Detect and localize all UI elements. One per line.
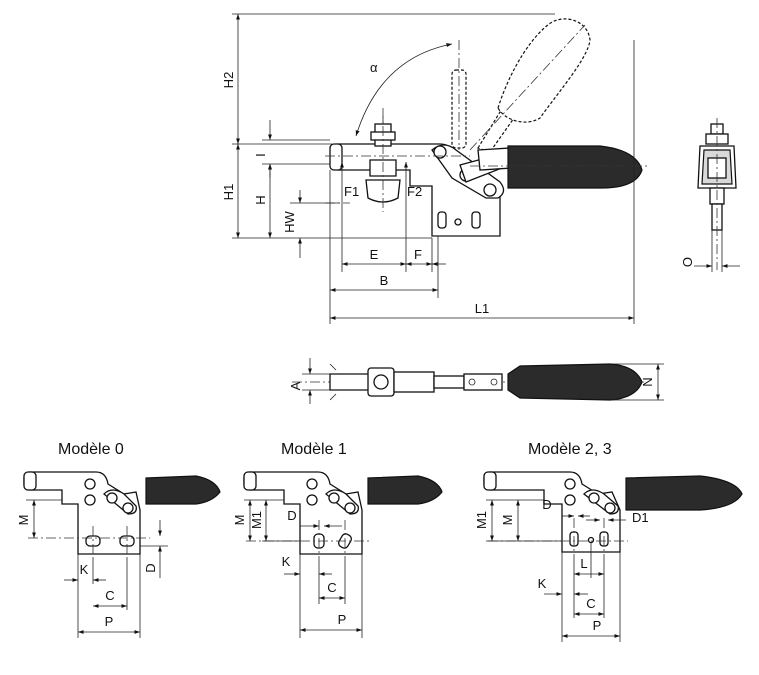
model-2-3-label-m: M xyxy=(500,515,515,526)
model-2-3-label-d: D xyxy=(542,497,551,512)
label-e: E xyxy=(370,247,379,262)
main-view: H2 H1 I H HW α F1 F2 xyxy=(221,13,650,324)
top-view: A N xyxy=(288,358,664,404)
model-1-label-m1: M1 xyxy=(249,511,264,529)
model-0-view: Modèle 0 M D K C P xyxy=(16,441,221,638)
model-2-3-view: Modèle 2, 3 M1 M D D1 xyxy=(474,441,743,642)
model-1-label-p: P xyxy=(338,612,347,627)
spindle xyxy=(365,108,401,212)
model-2-3-label-k: K xyxy=(538,576,547,591)
ghost-lever xyxy=(451,18,591,153)
model-0-label-d: D xyxy=(143,563,158,572)
model-2-3-caption: Modèle 2, 3 xyxy=(528,441,612,458)
label-h: H xyxy=(253,195,268,204)
model-0-label-c: C xyxy=(105,588,114,603)
label-f1: F1 xyxy=(344,184,359,199)
label-h2: H2 xyxy=(221,72,236,89)
label-h1: H1 xyxy=(221,184,236,201)
model-0-label-k: K xyxy=(80,562,89,577)
label-b: B xyxy=(380,273,389,288)
model-2-3-label-d1: D1 xyxy=(632,510,649,525)
label-a: A xyxy=(288,381,303,390)
model-1-caption: Modèle 1 xyxy=(281,441,347,458)
label-alpha: α xyxy=(370,60,378,75)
model-2-3-label-m1: M1 xyxy=(474,511,489,529)
model-1-view: Modèle 1 M M1 D K C xyxy=(232,441,443,638)
model-1-label-m: M xyxy=(232,515,247,526)
model-2-3-label-p: P xyxy=(593,618,602,633)
label-o: O xyxy=(680,257,695,267)
label-l1: L1 xyxy=(475,301,489,316)
model-2-3-label-c: C xyxy=(586,596,595,611)
label-f: F xyxy=(414,247,422,262)
label-hw: HW xyxy=(282,210,297,232)
model-0-caption: Modèle 0 xyxy=(58,441,124,458)
label-i: I xyxy=(253,153,268,157)
label-n: N xyxy=(640,377,655,386)
label-f2: F2 xyxy=(407,184,422,199)
model-0-label-m: M xyxy=(16,515,31,526)
handle-closed xyxy=(470,145,650,189)
side-view: O xyxy=(680,118,740,272)
model-1-label-k: K xyxy=(282,554,291,569)
model-1-label-c: C xyxy=(327,580,336,595)
model-0-label-p: P xyxy=(105,614,114,629)
model-1-label-d: D xyxy=(287,508,296,523)
model-2-3-label-l: L xyxy=(580,556,587,571)
